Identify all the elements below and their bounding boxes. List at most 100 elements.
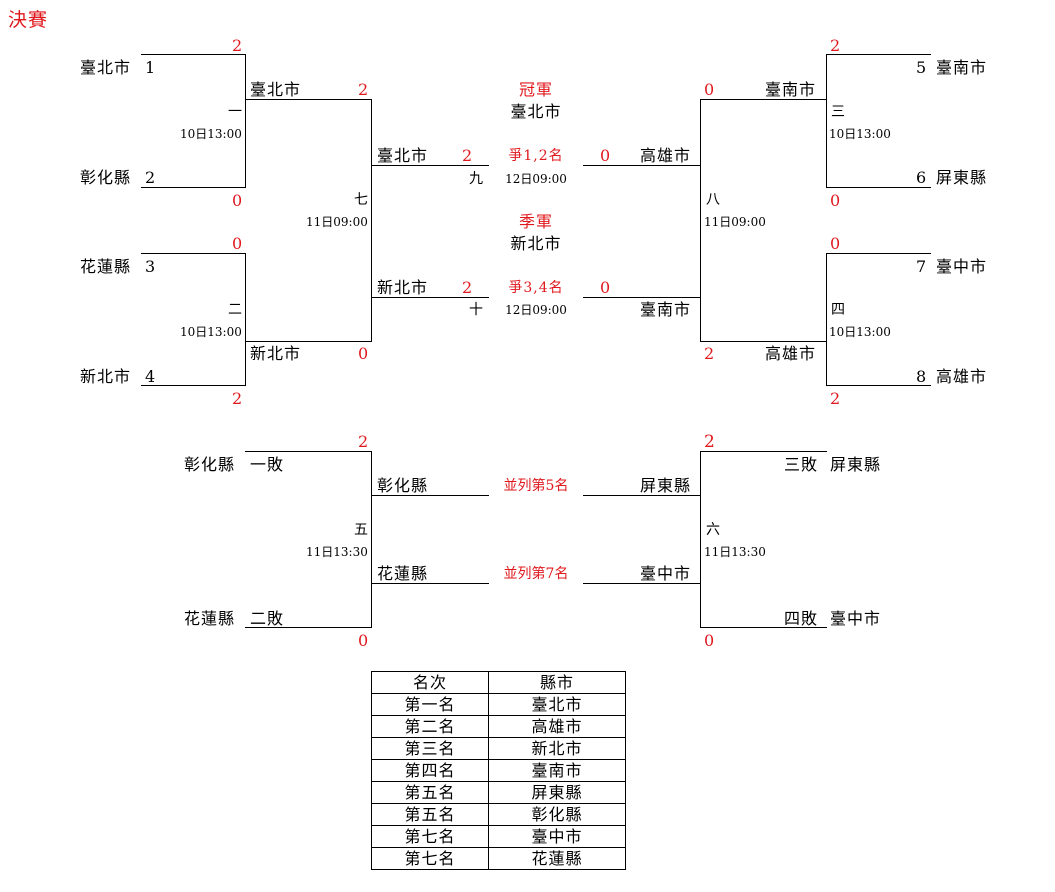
team-name: 高雄市 bbox=[936, 367, 988, 386]
team-name: 臺中市 bbox=[640, 564, 692, 583]
bracket-line bbox=[371, 495, 489, 496]
bracket-line bbox=[583, 297, 700, 298]
table-row: 第七名花蓮縣 bbox=[371, 847, 626, 870]
score: 0 bbox=[830, 191, 842, 210]
score: 0 bbox=[704, 80, 716, 99]
score: 0 bbox=[600, 146, 612, 165]
seed-number: 1 bbox=[145, 58, 157, 77]
team-name: 新北市 bbox=[377, 278, 429, 297]
score: 0 bbox=[358, 631, 370, 650]
loss-tag: 一敗 bbox=[250, 455, 285, 474]
table-row: 第二名高雄市 bbox=[371, 715, 626, 738]
game-time: 12日09:00 bbox=[505, 303, 567, 317]
seed-number: 5 bbox=[916, 58, 928, 77]
score: 0 bbox=[600, 278, 612, 297]
team-name: 花蓮縣 bbox=[377, 564, 429, 583]
bracket-line bbox=[700, 99, 701, 342]
bracket-line bbox=[141, 385, 245, 386]
bracket-line bbox=[826, 253, 827, 386]
team-name: 臺南市 bbox=[936, 58, 988, 77]
bracket-line bbox=[700, 99, 826, 100]
bracket-line bbox=[371, 165, 489, 166]
rank-cell: 第七名 bbox=[371, 847, 489, 870]
team-name: 屏東縣 bbox=[936, 168, 988, 187]
third-place-label: 季軍 bbox=[518, 212, 553, 231]
rank-cell: 第三名 bbox=[371, 737, 489, 760]
game-time: 11日13:30 bbox=[306, 545, 368, 559]
bracket-line bbox=[700, 451, 827, 452]
table-row: 第五名屏東縣 bbox=[371, 781, 626, 804]
city-cell: 臺北市 bbox=[488, 693, 626, 716]
table-row: 第七名臺中市 bbox=[371, 825, 626, 848]
team-name: 花蓮縣 bbox=[184, 609, 236, 628]
bracket-line bbox=[371, 583, 489, 584]
champion-team: 臺北市 bbox=[510, 102, 562, 121]
bracket-line bbox=[700, 341, 826, 342]
loss-tag: 四敗 bbox=[784, 609, 819, 628]
third-match-label: 爭3,4名 bbox=[508, 280, 564, 296]
team-name: 臺中市 bbox=[936, 257, 988, 276]
team-name: 臺南市 bbox=[765, 80, 817, 99]
team-name: 臺中市 bbox=[830, 609, 882, 628]
score: 2 bbox=[462, 146, 474, 165]
team-name: 新北市 bbox=[80, 367, 132, 386]
bracket-line bbox=[245, 341, 371, 342]
loss-tag: 三敗 bbox=[784, 455, 819, 474]
game-number: 七 bbox=[354, 192, 369, 208]
bracket-line bbox=[700, 627, 827, 628]
game-number: 四 bbox=[831, 302, 846, 318]
score: 2 bbox=[232, 389, 244, 408]
seed-number: 4 bbox=[145, 367, 157, 386]
header-rank: 名次 bbox=[371, 671, 489, 694]
city-cell: 臺中市 bbox=[488, 825, 626, 848]
game-number: 六 bbox=[706, 522, 721, 538]
game-time: 11日09:00 bbox=[306, 215, 368, 229]
seed-number: 6 bbox=[916, 168, 928, 187]
score: 0 bbox=[704, 631, 716, 650]
table-row: 第三名新北市 bbox=[371, 737, 626, 760]
game-number: 八 bbox=[706, 192, 721, 208]
bracket-line bbox=[245, 54, 246, 188]
team-name: 新北市 bbox=[250, 344, 302, 363]
rank-cell: 第二名 bbox=[371, 715, 489, 738]
seed-number: 7 bbox=[916, 257, 928, 276]
header-city: 縣市 bbox=[488, 671, 626, 694]
game-number: 三 bbox=[831, 104, 846, 120]
team-name: 臺北市 bbox=[250, 80, 302, 99]
rank-cell: 第一名 bbox=[371, 693, 489, 716]
champion-label: 冠軍 bbox=[518, 80, 553, 99]
team-name: 臺北市 bbox=[377, 146, 429, 165]
score: 2 bbox=[704, 344, 716, 363]
score: 2 bbox=[358, 80, 370, 99]
bracket-line bbox=[826, 187, 931, 188]
bracket-line bbox=[245, 451, 371, 452]
city-cell: 屏東縣 bbox=[488, 781, 626, 804]
game-number: 二 bbox=[228, 302, 243, 318]
bracket-line bbox=[583, 583, 700, 584]
tie-seventh-label: 並列第7名 bbox=[503, 566, 569, 582]
team-name: 彰化縣 bbox=[377, 476, 429, 495]
rank-cell: 第五名 bbox=[371, 781, 489, 804]
game-time: 10日13:00 bbox=[180, 127, 242, 141]
city-cell: 彰化縣 bbox=[488, 803, 626, 826]
ranking-header-row: 名次 縣市 bbox=[371, 671, 626, 694]
game-time: 10日13:00 bbox=[180, 325, 242, 339]
team-name: 臺北市 bbox=[80, 58, 132, 77]
rank-cell: 第四名 bbox=[371, 759, 489, 782]
game-time: 11日09:00 bbox=[704, 215, 766, 229]
city-cell: 新北市 bbox=[488, 737, 626, 760]
table-row: 第一名臺北市 bbox=[371, 693, 626, 716]
score: 0 bbox=[232, 234, 244, 253]
third-place-team: 新北市 bbox=[510, 234, 562, 253]
team-name: 花蓮縣 bbox=[80, 257, 132, 276]
bracket-line bbox=[245, 627, 371, 628]
team-name: 高雄市 bbox=[765, 344, 817, 363]
game-number: 五 bbox=[354, 522, 369, 538]
loss-tag: 二敗 bbox=[250, 609, 285, 628]
team-name: 彰化縣 bbox=[80, 168, 132, 187]
bracket-line bbox=[371, 99, 372, 342]
game-time: 10日13:00 bbox=[829, 127, 891, 141]
score: 2 bbox=[830, 389, 842, 408]
bracket-line bbox=[245, 99, 371, 100]
bracket-line bbox=[141, 253, 245, 254]
